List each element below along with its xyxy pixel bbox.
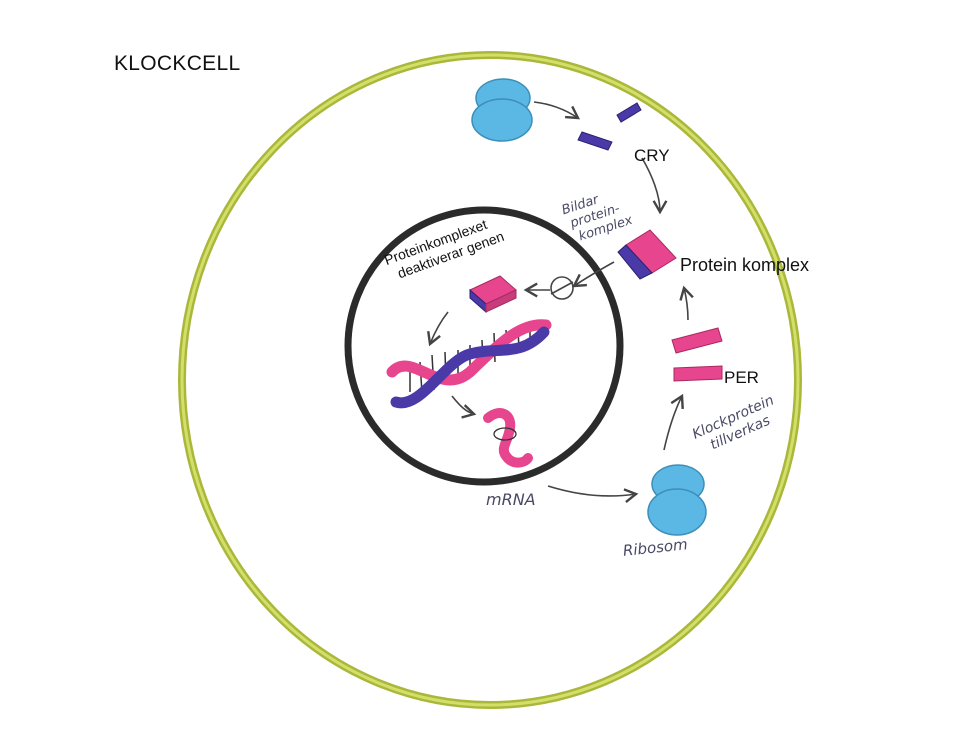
protein-complex-label: Protein komplex — [680, 255, 810, 275]
arrow-ribosome-to-per — [663, 393, 684, 451]
arrow-ribosome-to-cry — [533, 101, 581, 120]
ribosome-top — [471, 78, 533, 142]
mrna-label: mRNA — [486, 490, 536, 509]
page-title: KLOCKCELL — [114, 52, 241, 75]
arrow-dna-to-mrna — [451, 395, 477, 419]
dna-helix — [386, 319, 552, 409]
nucleus-membrane — [344, 206, 624, 486]
arrow-mrna-to-ribosome — [547, 485, 639, 503]
mrna-strand — [483, 408, 533, 468]
protein-complex-cytoplasm — [617, 229, 677, 280]
per-label: PER — [724, 368, 759, 387]
cry-protein-1 — [616, 102, 642, 123]
ribosome-bottom — [647, 464, 707, 536]
inhibition-icon — [550, 276, 574, 300]
cry-protein-2 — [577, 131, 613, 151]
arrow-complex-to-dna — [427, 311, 449, 347]
arrow-per-to-complex — [679, 285, 694, 321]
arrow-complex-to-nucleus — [571, 261, 615, 288]
per-protein-1 — [671, 327, 723, 354]
cry-label: CRY — [634, 146, 670, 165]
per-protein-2 — [673, 365, 723, 382]
protein-complex-nucleus — [469, 275, 517, 314]
arrow-cry-to-complex — [641, 157, 668, 215]
